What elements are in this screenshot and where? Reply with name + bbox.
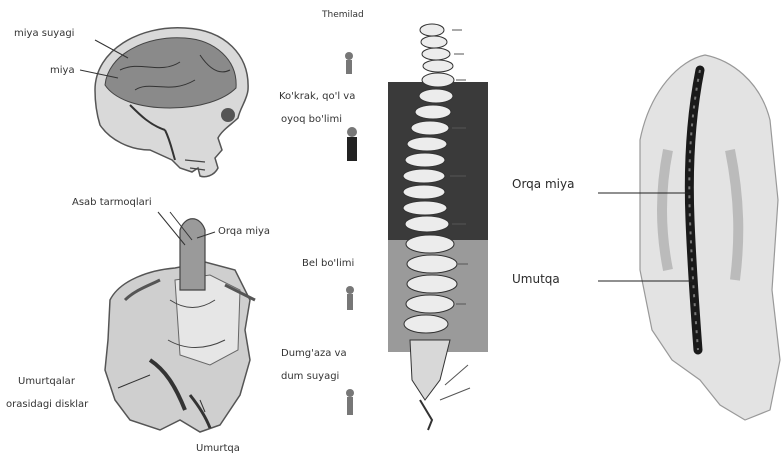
vertebra-label-discs-line1: Umurtqalar: [18, 376, 75, 388]
vertebra-label-discs-line2: orasidagi disklar: [6, 399, 88, 411]
spine-column-illustration: [345, 24, 488, 430]
vertebra-illustration: [105, 212, 255, 432]
back-label-spinal-cord: Orqa miya: [512, 177, 574, 191]
vertebra-label-vertebra: Umurtqa: [196, 443, 240, 455]
spine-label-sacrum-line1: Dumg'aza va: [281, 348, 347, 360]
skull-illustration: [80, 28, 248, 177]
spine-label-top: Themilad: [322, 9, 364, 21]
skull-label-brain: miya: [50, 65, 75, 77]
spine-label-lumbar: Bel bo'limi: [302, 258, 354, 270]
spine-label-chest-line2: oyoq bo'limi: [281, 114, 342, 126]
spine-label-chest-line1: Ko'krak, qo'l va: [279, 91, 355, 103]
back-label-vertebra: Umutqa: [512, 272, 560, 286]
back-view-illustration: [598, 55, 780, 420]
spine-label-sacrum-line2: dum suyagi: [281, 371, 339, 383]
vertebra-label-spinal-cord: Orqa miya: [218, 226, 270, 238]
skull-label-brain-lining: miya suyagi: [14, 28, 74, 40]
vertebra-label-nerves: Asab tarmoqlari: [72, 197, 152, 209]
